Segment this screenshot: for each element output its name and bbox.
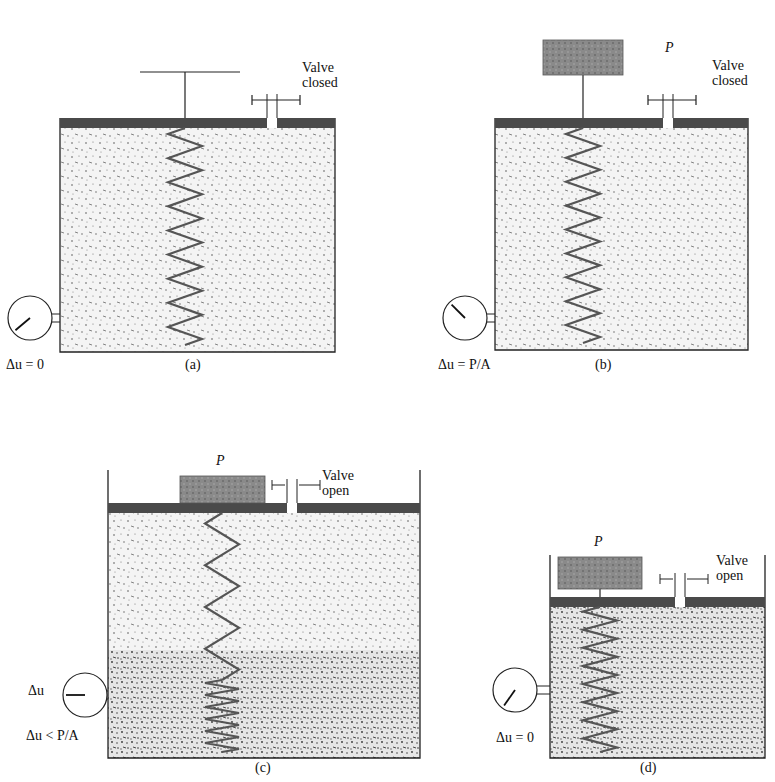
valve-label: Valve closed [712, 58, 770, 89]
consolidation-model [63, 470, 420, 758]
valve-pipe [267, 94, 277, 118]
gauge-needle [66, 694, 85, 696]
valve-label: Valve closed [302, 60, 354, 91]
soil-water [108, 650, 420, 758]
figure-label: (d) [640, 760, 656, 775]
valve-closed [252, 95, 300, 105]
pressure-gauge [8, 296, 52, 340]
soil-water [495, 128, 748, 350]
figure-label: (b) [595, 357, 611, 372]
gauge-needle [452, 305, 465, 318]
valve-pipe [663, 94, 673, 118]
figure-label: Δu = P/A [438, 357, 491, 372]
pressure-gauge [63, 673, 107, 717]
pressure-gauge [493, 668, 537, 712]
valve-label: Valve open [716, 553, 768, 584]
spring [205, 513, 239, 680]
cylinder-wall [60, 118, 335, 352]
spring [205, 680, 239, 752]
valve-open [660, 574, 708, 584]
load-symbol: P [594, 534, 603, 549]
valve-pipe [675, 573, 685, 597]
spring [566, 128, 600, 343]
piston [277, 118, 335, 128]
load-weight [558, 557, 642, 589]
valve-closed [648, 95, 696, 105]
soil-water [550, 607, 765, 758]
spring [583, 607, 617, 752]
consolidation-model [443, 40, 748, 350]
figure-label: (c) [255, 760, 271, 775]
piston-rod [599, 589, 600, 597]
load-weight [543, 40, 623, 75]
figure-label: Δu = 0 [6, 357, 44, 372]
spring [168, 128, 202, 345]
consolidation-model [493, 555, 765, 758]
piston-rod [140, 72, 240, 118]
valve-pipe [287, 479, 297, 503]
piston [673, 118, 748, 128]
piston [495, 118, 663, 128]
soil-water [60, 128, 335, 352]
valve-open [272, 480, 320, 490]
figure-label: Δu < P/A [26, 728, 79, 743]
piston [108, 503, 287, 513]
piston-rod [582, 75, 583, 118]
gauge-needle [504, 690, 515, 706]
load-symbol: P [216, 453, 225, 468]
soil-water [108, 513, 420, 650]
gauge-stub [536, 686, 550, 694]
figure-label: (a) [185, 357, 201, 372]
figure-label: Δu = 0 [496, 730, 534, 745]
load-symbol: P [665, 40, 674, 55]
piston [550, 597, 675, 607]
cylinder-wall [550, 555, 765, 758]
valve-label: Valve open [322, 468, 374, 499]
consolidation-model [8, 72, 335, 352]
cylinder-wall [495, 118, 748, 350]
load-weight [180, 476, 265, 503]
piston [60, 118, 267, 128]
piston [297, 503, 420, 513]
pressure-gauge [443, 296, 487, 340]
figure-label: Δu [28, 683, 44, 698]
cylinder-wall [108, 470, 420, 758]
piston [685, 597, 765, 607]
gauge-needle [15, 318, 30, 330]
